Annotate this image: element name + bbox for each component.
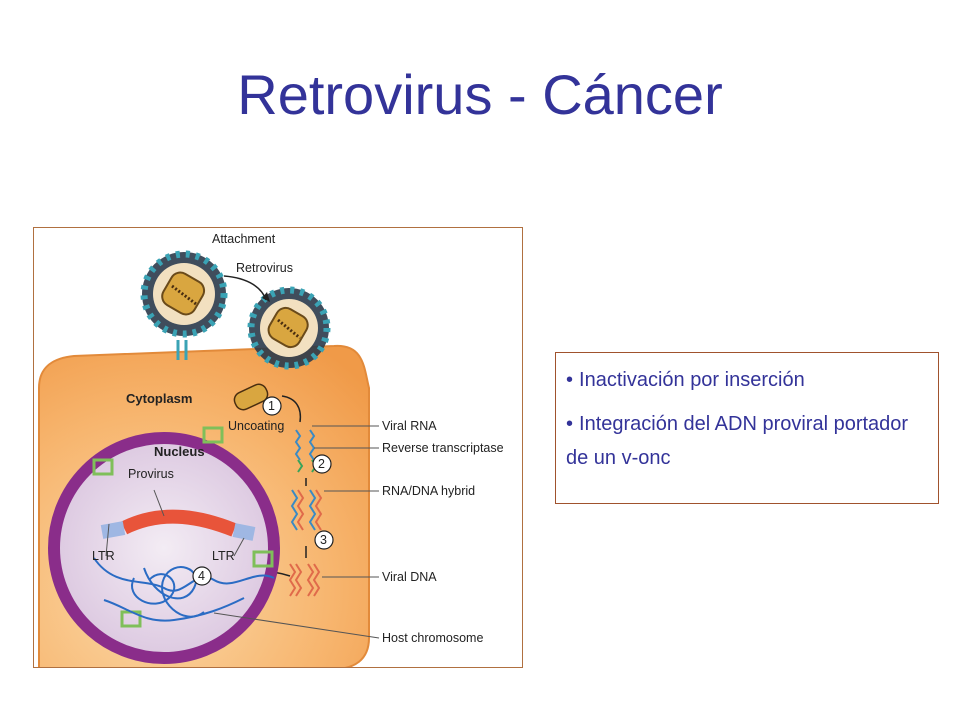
- bullet-text: Inactivación por inserción: [579, 369, 805, 391]
- label-provirus: Provirus: [128, 467, 174, 481]
- label-cytoplasm: Cytoplasm: [126, 391, 192, 406]
- step-1-number: 1: [268, 399, 275, 413]
- retrovirus-life-cycle-diagram: 1 2 3 4 Attachment Retrovirus Cytoplasm …: [33, 227, 523, 668]
- label-reverse-transcriptase: Reverse transcriptase: [382, 441, 504, 455]
- diagram-canvas: 1 2 3 4 Attachment Retrovirus Cytoplasm …: [38, 232, 504, 667]
- label-nucleus: Nucleus: [154, 444, 205, 459]
- label-attachment: Attachment: [212, 232, 276, 246]
- label-viral-dna: Viral DNA: [382, 570, 437, 584]
- label-uncoating: Uncoating: [228, 419, 284, 433]
- bullet-dot: •: [566, 369, 574, 391]
- uncoating-arrow: [281, 395, 302, 423]
- key-points-callout: •Inactivación por inserción •Integración…: [555, 352, 939, 504]
- label-rna-dna-hybrid: RNA/DNA hybrid: [382, 484, 475, 498]
- callout-bullet: •Inactivación por inserción: [566, 367, 928, 393]
- membrane-receptors: [176, 340, 188, 360]
- retrovirus-particle-attachment: [140, 250, 228, 338]
- integrated-provirus: [100, 509, 256, 541]
- callout-bullet: •Integración del ADN proviral portador d…: [566, 407, 928, 475]
- retrovirus-particle-entering: [247, 286, 331, 370]
- label-host-chromosome: Host chromosome: [382, 631, 483, 645]
- bullet-text: Integración del ADN proviral portador de…: [566, 413, 909, 469]
- nucleus: [48, 426, 280, 664]
- viral-dna-strands: [288, 563, 321, 597]
- attachment-arrow: [223, 275, 267, 301]
- slide-title: Retrovirus - Cáncer: [237, 63, 723, 126]
- bullet-dot: •: [566, 413, 574, 435]
- rna-dna-hybrid-strands: [290, 489, 323, 531]
- leader-lines: [105, 425, 380, 639]
- label-retrovirus: Retrovirus: [236, 261, 293, 275]
- host-chromosome: [93, 557, 275, 622]
- label-ltr-left: LTR: [92, 549, 115, 563]
- label-ltr-right: LTR: [212, 549, 235, 563]
- label-viral-rna: Viral RNA: [382, 419, 437, 433]
- step-2-number: 2: [318, 457, 325, 471]
- step-3-number: 3: [320, 533, 327, 547]
- step-4-number: 4: [198, 569, 205, 583]
- step-markers: 1 2 3 4: [192, 396, 334, 586]
- uncoating-capsid: [233, 383, 269, 411]
